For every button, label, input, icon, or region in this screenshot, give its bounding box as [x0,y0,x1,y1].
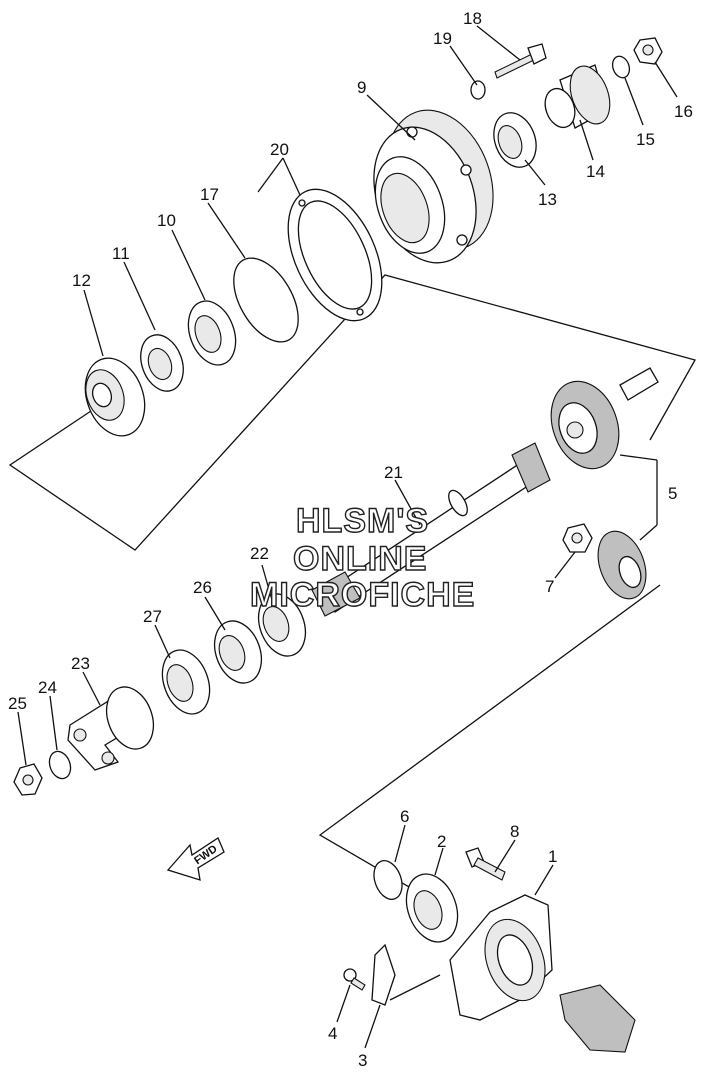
label-part-24: 24 [38,678,57,697]
part-16-nut [633,37,663,65]
part-9-bearing-housing [373,109,494,264]
label-part-6: 6 [400,807,409,826]
part-6-shim [373,860,403,900]
part-20-gasket [287,188,383,322]
label-part-9: 9 [357,78,366,97]
label-part-8: 8 [510,822,519,841]
part-14-coupling-gear [544,64,611,129]
part-1-gear-housing [449,894,636,1053]
part-4-bolt [343,968,366,991]
label-part-17: 17 [200,185,219,204]
part-13-oil-seal [493,112,537,168]
part-26-ring-nut [213,620,263,684]
label-part-27: 27 [143,607,162,626]
part-2-bearing [405,873,459,943]
watermark-line-2: ONLINE [293,540,427,578]
watermark-line-1: HLSM'S [296,502,429,540]
forward-direction-arrow [166,837,225,881]
label-part-15: 15 [636,130,655,149]
part-18-bolt [494,43,547,79]
part-8-bolt [465,847,506,881]
part-24-washer [48,750,72,780]
part-25-nut [13,763,43,796]
label-part-11: 11 [112,244,130,263]
part-23-yoke [67,686,155,771]
leader-lines [17,25,678,1049]
label-part-22: 22 [250,544,269,563]
part-10-ball-bearing [187,300,237,366]
label-part-4: 4 [328,1024,337,1043]
label-part-13: 13 [538,190,557,209]
upper-assembly-outline [8,274,696,551]
label-part-12: 12 [72,271,91,290]
label-part-23: 23 [71,654,90,673]
part-7-nut [562,523,593,553]
lower-assembly-outline [318,584,661,906]
part-15-washer [611,55,631,79]
label-part-10: 10 [157,211,176,230]
label-part-21: 21 [384,463,403,482]
part-17-o-ring [233,257,299,343]
part-12-bearing [84,357,146,437]
label-part-25: 25 [8,694,27,713]
label-part-18: 18 [463,9,482,28]
label-part-19: 19 [433,29,452,48]
label-part-7: 7 [545,577,554,596]
label-part-2: 2 [437,832,446,851]
part-22-bearing [257,593,307,657]
part-19-washer [470,80,486,100]
label-part-3: 3 [358,1051,367,1070]
label-part-14: 14 [586,162,605,181]
label-part-1: 1 [548,847,557,866]
label-part-26: 26 [193,578,212,597]
part-11-splined-collar [140,334,184,392]
label-part-16: 16 [674,102,693,121]
label-part-5: 5 [668,484,677,503]
part-27-oil-seal [161,649,211,715]
part-3-bracket [371,943,396,1006]
watermark-line-3: MICROFICHE [250,576,475,614]
part-21-drive-shaft [311,442,551,617]
label-part-20: 20 [270,140,289,159]
part-5-bevel-gear-set [550,367,659,600]
